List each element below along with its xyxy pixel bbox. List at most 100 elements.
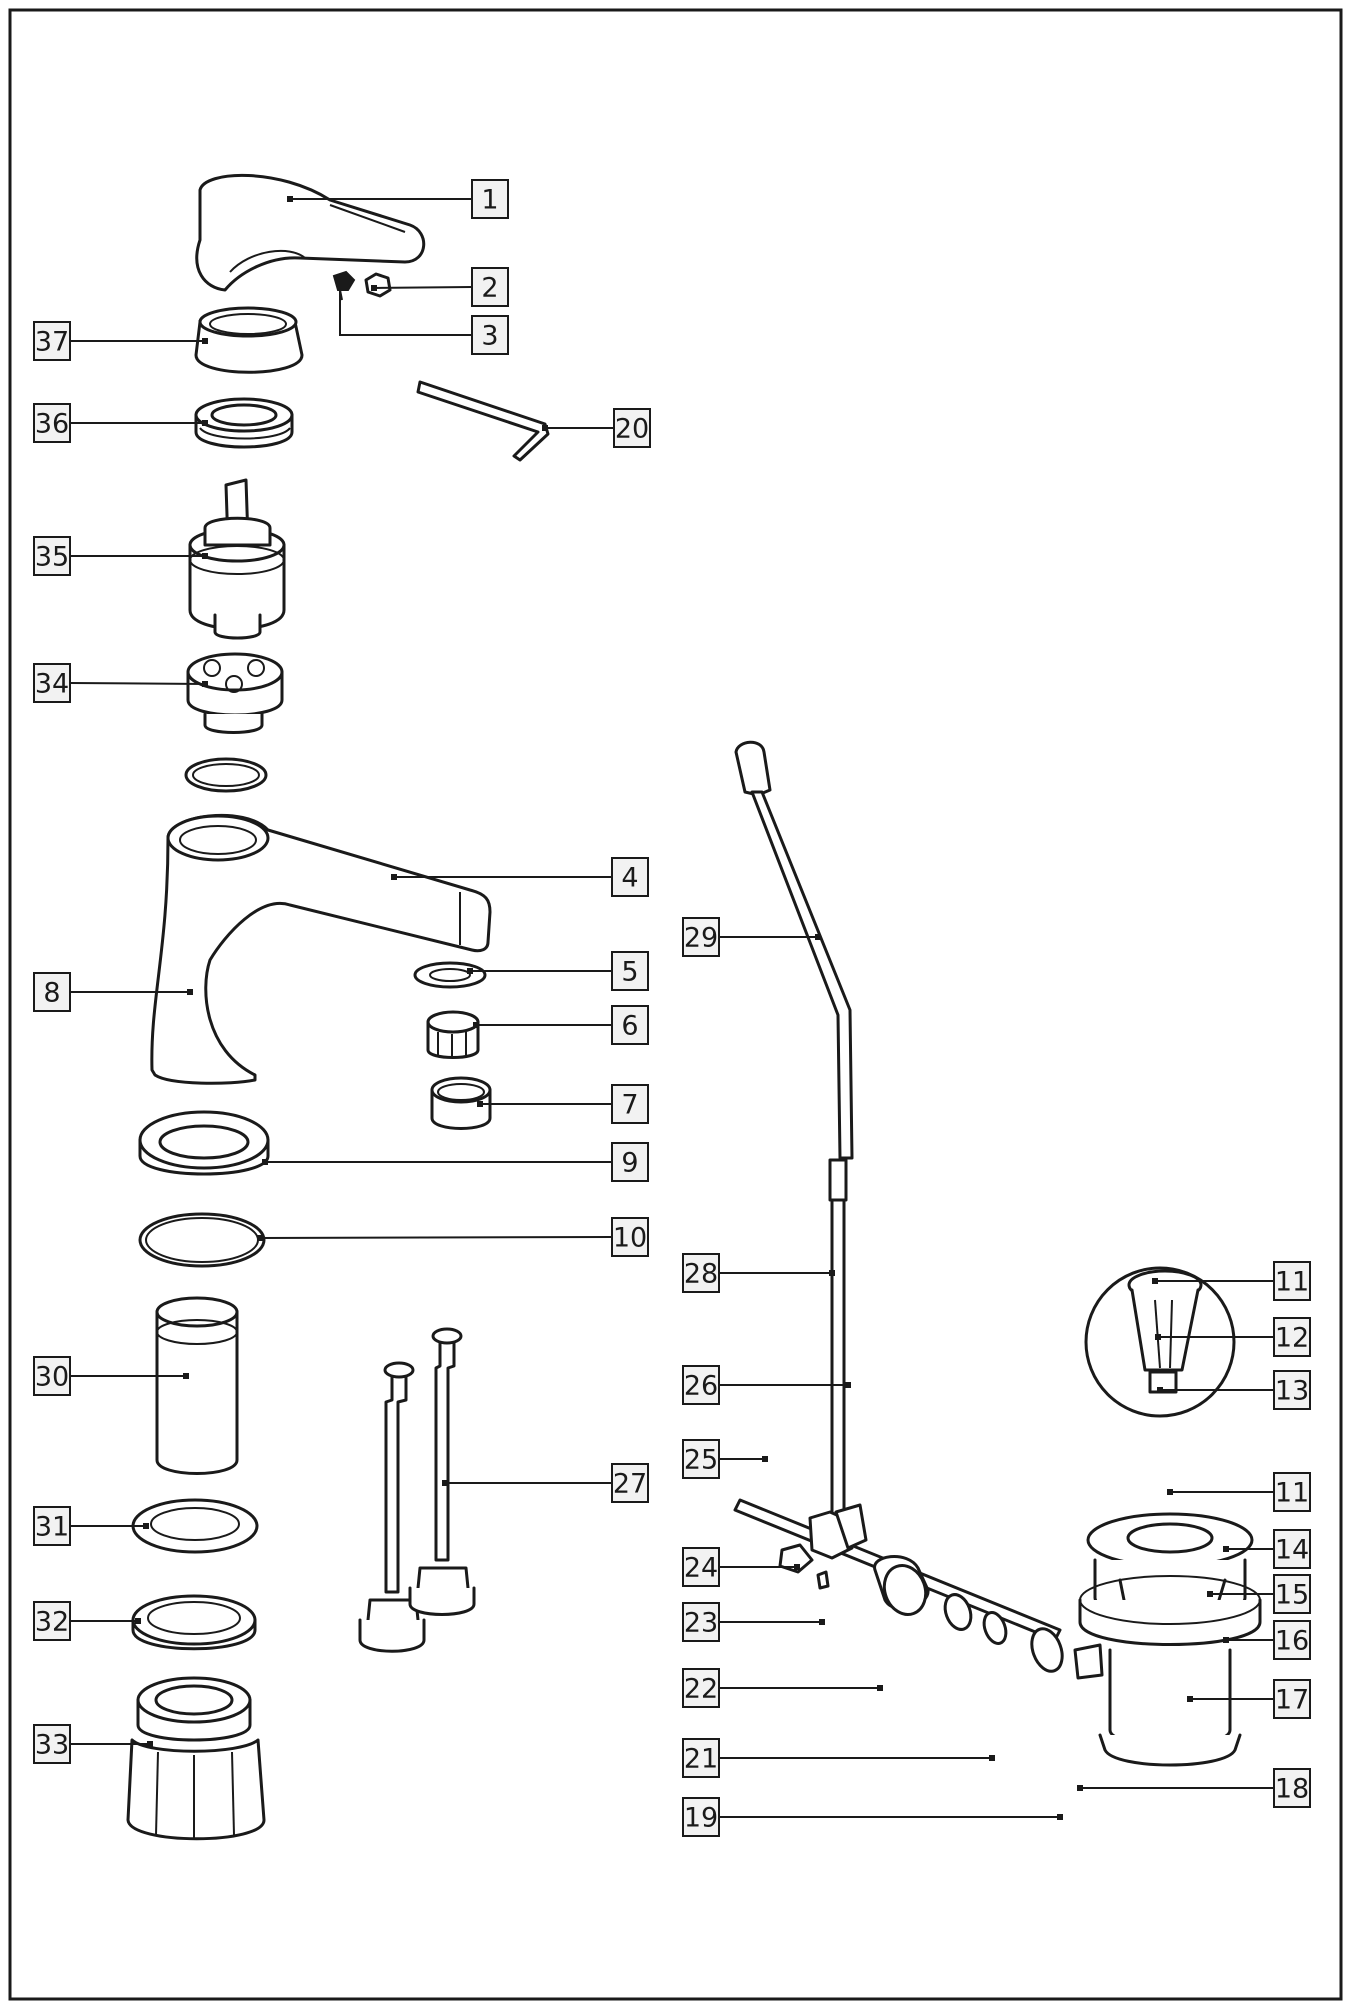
leader-dot-36 (202, 420, 208, 426)
callout-number: 11 (1275, 1267, 1309, 1298)
callout-box-14 (1273, 1529, 1311, 1569)
callout-number: 28 (684, 1259, 718, 1290)
callout-box-15 (1273, 1574, 1311, 1614)
leader-dot-3 (337, 283, 343, 289)
leader-line-10 (259, 1236, 613, 1239)
callout-box-18 (1273, 1768, 1311, 1808)
part-faucet-body (150, 813, 492, 1085)
part-gasket-ring (131, 1594, 257, 1651)
leader-dot-9 (262, 1159, 268, 1165)
leader-dot-22 (877, 1685, 883, 1691)
callout-box-27 (611, 1463, 649, 1503)
callout-box-6 (611, 1005, 649, 1045)
callout-box-24 (682, 1547, 720, 1587)
leader-dot-28 (829, 1270, 835, 1276)
callout-box-29 (682, 917, 720, 957)
callout-number: 12 (1275, 1323, 1309, 1354)
callout-box-8 (33, 972, 71, 1012)
callout-number: 37 (35, 327, 69, 358)
callout-number: 13 (1275, 1376, 1309, 1407)
part-washer (413, 961, 487, 989)
leader-dot-24 (794, 1564, 800, 1570)
callout-box-22 (682, 1668, 720, 1708)
callout-box-12 (1273, 1317, 1311, 1357)
part-aerator-insert (426, 1010, 480, 1059)
callout-number: 25 (684, 1445, 718, 1476)
callout-number: 31 (35, 1512, 69, 1543)
leader-dot-31 (143, 1523, 149, 1529)
callout-number: 20 (615, 414, 649, 445)
leader-dot-5 (467, 968, 473, 974)
part-nut (364, 272, 392, 298)
part-drain-body (1073, 1512, 1262, 1767)
callout-box-30 (33, 1356, 71, 1396)
callout-number: 33 (35, 1730, 69, 1761)
callout-number: 19 (684, 1803, 718, 1834)
callout-box-16 (1273, 1620, 1311, 1660)
callout-number: 4 (621, 863, 638, 894)
leader-dot-18 (1077, 1785, 1083, 1791)
callout-number: 1 (481, 185, 498, 216)
part-cartridge-base (186, 652, 284, 734)
part-aerator-housing (430, 1076, 492, 1130)
part-pivot-assembly (733, 1498, 1064, 1673)
leader-line-3 (339, 286, 472, 336)
callout-box-31 (33, 1506, 71, 1546)
leader-dot-30 (183, 1373, 189, 1379)
callout-number: 14 (1275, 1535, 1309, 1566)
leader-dot-16 (1223, 1637, 1229, 1643)
callout-box-33 (33, 1724, 71, 1764)
part-base-plate (138, 1110, 270, 1176)
part-flat-washer (131, 1498, 259, 1554)
leader-dot-14 (1223, 1546, 1229, 1552)
leader-dot-1 (287, 196, 293, 202)
callout-box-19 (682, 1797, 720, 1837)
callout-number: 23 (684, 1608, 718, 1639)
callout-number: 2 (481, 273, 498, 304)
callout-number: 30 (35, 1362, 69, 1393)
callout-box-4 (611, 857, 649, 897)
leader-dot-21 (989, 1755, 995, 1761)
callout-number: 26 (684, 1371, 718, 1402)
callout-number: 35 (35, 542, 69, 573)
callout-box-17 (1273, 1679, 1311, 1719)
callout-number: 24 (684, 1553, 718, 1584)
callout-number: 18 (1275, 1774, 1309, 1805)
callout-number: 32 (35, 1607, 69, 1638)
part-threaded-shank (155, 1296, 239, 1475)
callout-box-21 (682, 1738, 720, 1778)
leader-dot-17 (1187, 1696, 1193, 1702)
callout-box-32 (33, 1601, 71, 1641)
callout-box-1 (471, 179, 509, 219)
part-cartridge (188, 478, 286, 640)
callout-box-7 (611, 1084, 649, 1124)
callout-number: 29 (684, 923, 718, 954)
leader-dot-15 (1207, 1591, 1213, 1597)
callout-number: 6 (621, 1011, 638, 1042)
leader-dot-19 (1057, 1814, 1063, 1820)
part-popup-plug-detail (1084, 1266, 1236, 1418)
leader-dot-6 (473, 1022, 479, 1028)
leader-dot-13 (1157, 1387, 1163, 1393)
callout-box-26 (682, 1365, 720, 1405)
callout-number: 16 (1275, 1626, 1309, 1657)
leader-dot-26 (845, 1382, 851, 1388)
part-cover-ring (194, 306, 304, 374)
leader-dot-23 (819, 1619, 825, 1625)
leader-dot-4 (391, 874, 397, 880)
leader-dot-8 (187, 989, 193, 995)
leader-dot-11 (1152, 1278, 1158, 1284)
callout-box-28 (682, 1253, 720, 1293)
callout-number: 22 (684, 1674, 718, 1705)
callout-number: 10 (613, 1223, 647, 1254)
leader-line-34 (69, 682, 206, 685)
leader-dot-35 (202, 553, 208, 559)
callout-box-3 (471, 315, 509, 355)
leader-dot-12 (1155, 1334, 1161, 1340)
part-lock-nut (194, 397, 294, 449)
leader-dot-34 (202, 681, 208, 687)
callout-box-11 (1273, 1472, 1311, 1512)
part-fixing-nut (126, 1676, 266, 1841)
part-flex-hoses (358, 1327, 476, 1653)
callout-number: 21 (684, 1744, 718, 1775)
